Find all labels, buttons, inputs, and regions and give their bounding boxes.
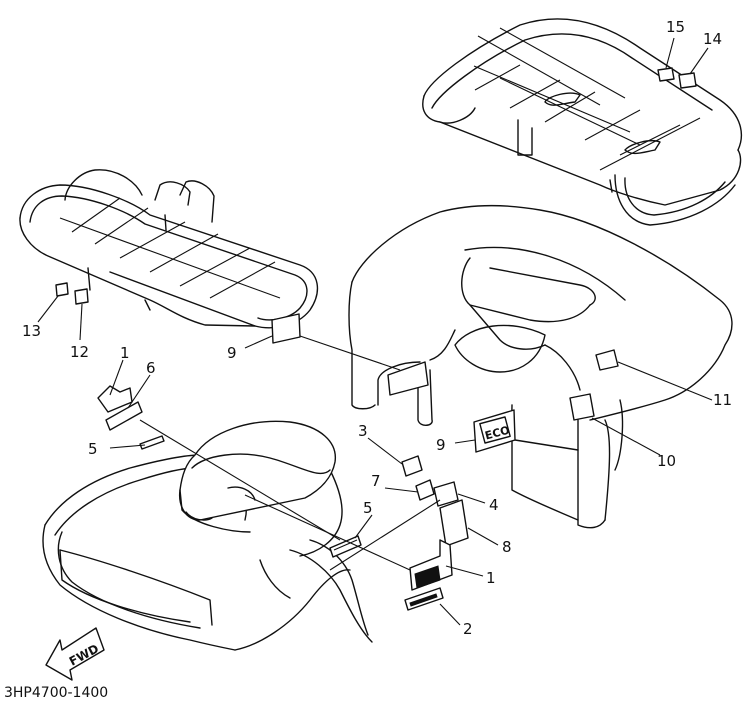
decal-12 [74,288,89,305]
callout-5-lower: 5 [363,499,373,517]
callout-4: 4 [489,496,499,514]
decal-6 [105,401,143,431]
decal-11 [595,349,619,371]
decal-9-upper [271,313,301,344]
callout-3: 3 [358,422,368,440]
rear-carrier [422,18,742,226]
leader-lines [37,37,713,626]
rear-fender [348,205,733,529]
callout-13: 13 [22,322,41,340]
callout-8: 8 [502,538,512,556]
decal-3 [401,455,423,477]
decal-9-fender [387,361,429,396]
callout-14: 14 [703,30,722,48]
decal-10 [569,393,595,421]
callout-10: 10 [657,452,676,470]
callout-11: 11 [713,391,732,409]
callout-12: 12 [70,343,89,361]
seat [178,420,336,533]
decal-8 [439,499,469,547]
callout-1-lower: 1 [486,569,496,587]
callout-7: 7 [371,472,381,490]
callout-6: 6 [146,359,156,377]
decal-14 [678,72,697,89]
fwd-arrow: FWD [45,627,105,681]
decal-7 [415,479,435,501]
callout-1-upper: 1 [120,344,130,362]
callout-9-lower: 9 [436,436,446,454]
front-carrier [19,169,319,329]
decal-5-upper [139,435,165,450]
decal-15 [657,67,675,82]
callout-labels: 15 14 13 12 9 11 10 9 1 6 5 3 7 4 5 8 1 … [22,18,732,638]
decal-13 [55,282,69,297]
callout-15: 15 [666,18,685,36]
callout-2: 2 [463,620,473,638]
decals: ECO [55,67,697,611]
diagram-code: 3HP4700-1400 [4,685,108,701]
callout-9-upper: 9 [227,344,237,362]
decal-1-upper [97,385,133,413]
callout-5-upper: 5 [88,440,98,458]
eco-badge-text: ECO [484,423,511,442]
